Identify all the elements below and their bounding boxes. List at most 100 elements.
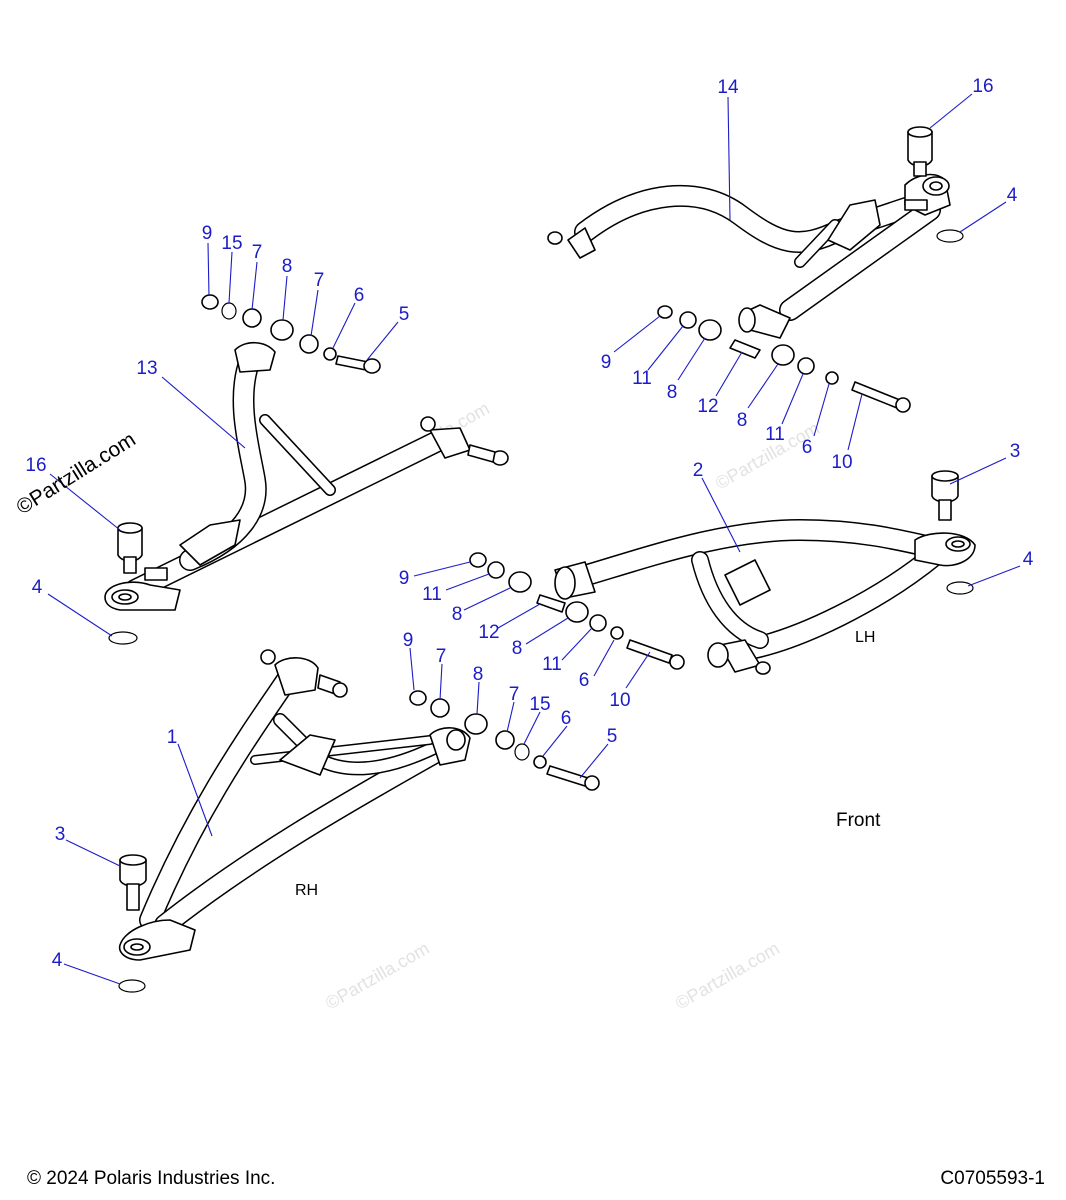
- callout-1: 1: [167, 727, 178, 748]
- callout-9: 9: [399, 568, 410, 589]
- washer-6: [825, 371, 839, 385]
- sleeve-12: [536, 594, 566, 613]
- upper-a-arm-lh: [547, 173, 951, 339]
- bushing-7: [495, 730, 515, 750]
- callout-labels: 1 2 3 3 4 4 4 4 5 5 6 6 6 6 7 7 7 7 8 8 …: [25, 76, 1033, 971]
- footer-diagram-code: C0705593-1: [940, 1168, 1045, 1189]
- hardware-lower-rh: [409, 690, 600, 791]
- bushing-7: [430, 698, 450, 718]
- bushing-8: [508, 571, 532, 593]
- sleeve-12: [729, 339, 761, 359]
- nut-9: [657, 305, 673, 319]
- callout-15: 15: [529, 694, 550, 715]
- callout-4: 4: [52, 950, 63, 971]
- upper-a-arm-rh: [104, 341, 509, 611]
- nut-9: [409, 690, 427, 706]
- side-label-lh: LH: [855, 629, 875, 646]
- circlip-4-upper-rh: [108, 631, 138, 645]
- watermark-text: ©Partzilla.com: [672, 938, 783, 1013]
- nut-9: [469, 552, 487, 568]
- nut-9: [201, 294, 219, 310]
- callout-8: 8: [667, 382, 678, 403]
- callout-8: 8: [282, 256, 293, 277]
- hardware-lower-lh: [469, 552, 685, 670]
- snap-ring-15: [221, 302, 237, 320]
- callout-8: 8: [452, 604, 463, 625]
- callout-15: 15: [221, 233, 242, 254]
- front-label: Front: [836, 810, 881, 831]
- callout-9: 9: [403, 630, 414, 651]
- bushing-8: [464, 713, 488, 735]
- callout-4: 4: [1023, 549, 1034, 570]
- callout-8: 8: [737, 410, 748, 431]
- bushing-7: [242, 308, 262, 328]
- bushing-8: [270, 319, 294, 341]
- callout-16: 16: [25, 455, 46, 476]
- bolt-10: [626, 639, 673, 664]
- washer-6: [533, 755, 547, 769]
- snap-ring-15: [514, 743, 530, 761]
- callout-11: 11: [632, 368, 652, 389]
- callout-9: 9: [601, 352, 612, 373]
- ball-joint-16-upper-rh: [117, 522, 143, 574]
- callout-7: 7: [252, 242, 263, 263]
- washer-6: [610, 626, 624, 640]
- circlip-4-lower-rh: [118, 979, 146, 993]
- washer-11: [487, 561, 505, 579]
- callout-5: 5: [607, 726, 618, 747]
- callout-14: 14: [717, 77, 739, 98]
- callout-8: 8: [473, 664, 484, 685]
- bushing-7: [299, 334, 319, 354]
- callout-5: 5: [399, 304, 410, 325]
- callout-11: 11: [422, 584, 442, 605]
- callout-16: 16: [972, 76, 993, 97]
- callout-4: 4: [32, 577, 43, 598]
- bolt-head-10: [669, 654, 685, 670]
- callout-7: 7: [436, 646, 447, 667]
- washer-11: [589, 614, 607, 632]
- ball-joint-3-rh: [119, 854, 147, 911]
- leader-lines: [47, 93, 1021, 985]
- callout-12: 12: [478, 622, 499, 643]
- lower-a-arm-rh: [118, 649, 471, 961]
- bolt-head-5: [584, 775, 600, 791]
- callout-7: 7: [509, 684, 520, 705]
- callout-8: 8: [512, 638, 523, 659]
- hardware-upper-lh: [657, 305, 911, 413]
- circlip-4-upper-lh: [936, 229, 964, 243]
- callout-11: 11: [542, 654, 562, 675]
- circlip-4-lower-lh: [946, 581, 974, 595]
- callout-3: 3: [1010, 441, 1021, 462]
- callout-6: 6: [579, 670, 590, 691]
- washer-11: [797, 357, 815, 375]
- lower-a-arm-lh: [554, 519, 976, 675]
- watermark-layer: ©Partzilla.com ©Partzilla.com ©Partzilla…: [322, 398, 823, 1013]
- callout-13: 13: [136, 358, 157, 379]
- bushing-8: [698, 319, 722, 341]
- callout-11: 11: [765, 424, 785, 445]
- bolt-5: [335, 355, 369, 371]
- ball-joint-16-upper-lh: [907, 126, 933, 177]
- bolt-head-5: [363, 358, 381, 374]
- callout-2: 2: [693, 460, 704, 481]
- bushing-8: [565, 601, 589, 623]
- callout-6: 6: [802, 437, 813, 458]
- callout-6: 6: [354, 285, 365, 306]
- side-label-rh: RH: [295, 882, 318, 899]
- washer-11: [679, 311, 697, 329]
- callout-9: 9: [202, 223, 213, 244]
- callout-10: 10: [831, 452, 852, 473]
- bolt-head-10: [895, 397, 911, 413]
- callout-6: 6: [561, 708, 572, 729]
- watermark-text: ©Partzilla.com: [322, 938, 433, 1013]
- callout-3: 3: [55, 824, 66, 845]
- footer-copyright: © 2024 Polaris Industries Inc.: [27, 1168, 275, 1189]
- callout-12: 12: [697, 396, 718, 417]
- callout-4: 4: [1007, 185, 1018, 206]
- ball-joint-3-lh: [931, 470, 959, 521]
- bushing-8: [771, 344, 795, 366]
- callout-7: 7: [314, 270, 325, 291]
- washer-6: [323, 347, 337, 361]
- callout-10: 10: [609, 690, 630, 711]
